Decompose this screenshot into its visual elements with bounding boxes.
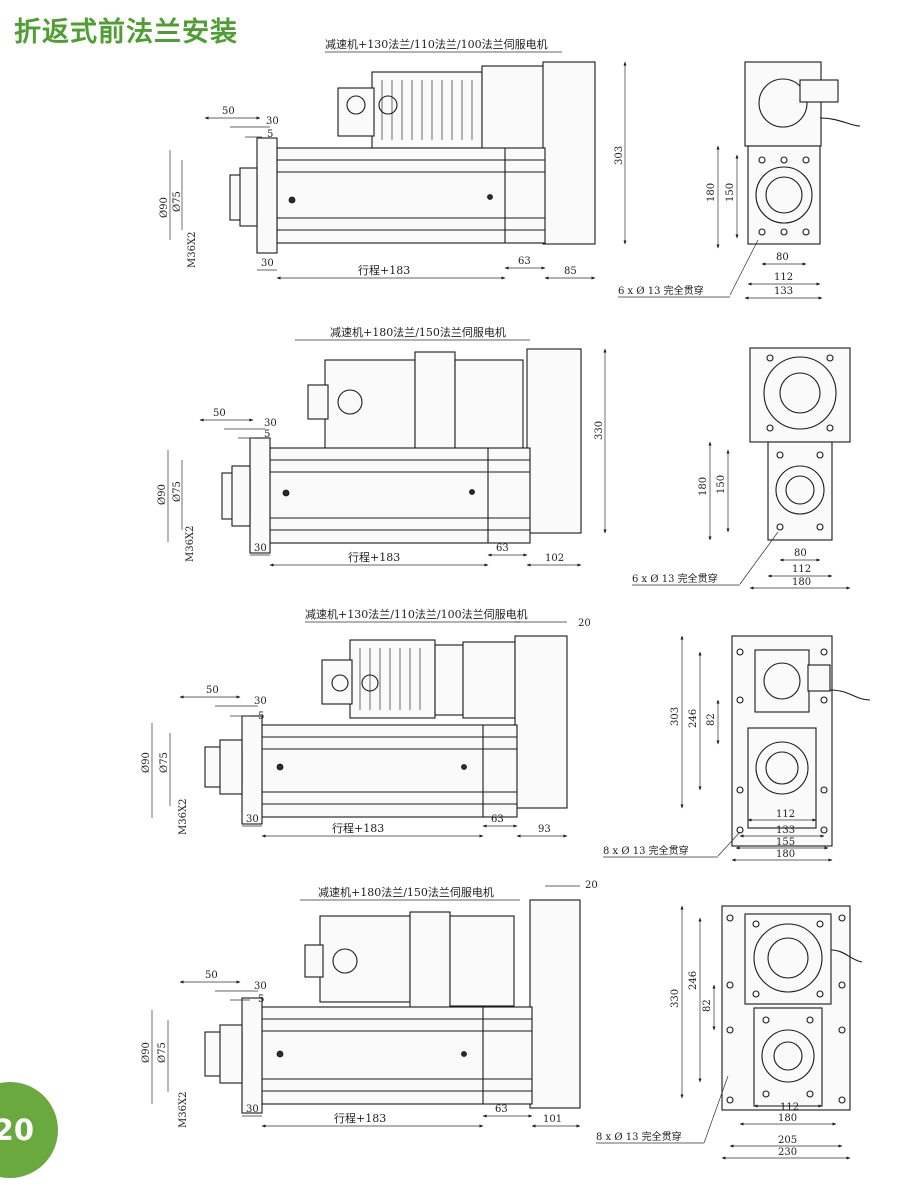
- view-1-end-w2: 112: [774, 272, 793, 283]
- view-1-dim-d75: Ø75: [172, 191, 183, 212]
- view-3-dim-top: 20: [578, 618, 591, 629]
- view-4-dim-5: 5: [258, 994, 264, 1005]
- view-2-motor-label: 减速机+180法兰/150法兰伺服电机: [330, 325, 506, 339]
- view-3-dim-tail: 93: [538, 824, 551, 835]
- view-1-dim-height: 303: [614, 146, 625, 165]
- view-2-dim-tail: 102: [545, 553, 564, 564]
- view-2-end: 180 150 80 112 180 6 x Ø 13 完全贯穿: [632, 347, 851, 590]
- view-3-dim-50: 50: [206, 685, 219, 696]
- view-1-stroke: 行程+183: [358, 264, 410, 277]
- view-3-end-w1: 112: [776, 809, 795, 820]
- view-1-dim-d90: Ø90: [159, 197, 170, 218]
- view-1-dim-63: 63: [518, 256, 531, 267]
- view-4-end-holes: 8 x Ø 13 完全贯穿: [596, 1130, 682, 1143]
- view-4-end-w3: 205: [778, 1135, 797, 1146]
- view-3-end-w2: 133: [776, 825, 795, 836]
- view-2-dim-d75: Ø75: [172, 481, 183, 502]
- view-2-dim-50: 50: [213, 408, 226, 419]
- view-4-dim-30b: 30: [246, 1104, 259, 1115]
- view-4-dim-63: 63: [495, 1104, 508, 1115]
- view-4-thread: M36X2: [178, 1092, 189, 1128]
- view-3-stroke: 行程+183: [332, 822, 384, 835]
- view-4-end-h3: 82: [702, 999, 713, 1012]
- view-1-dim-tail: 85: [564, 266, 577, 277]
- view-2-dim-30a: 30: [264, 418, 277, 429]
- view-1-end-w3: 133: [774, 286, 793, 297]
- view-2-dim-5: 5: [264, 429, 270, 440]
- view-3-end-h1: 303: [670, 707, 681, 726]
- view-2-dim-30b: 30: [254, 543, 267, 554]
- view-1-thread: M36X2: [187, 232, 198, 268]
- view-4-end-w2: 180: [778, 1113, 797, 1124]
- view-4-dim-top: 20: [585, 880, 598, 891]
- view-3-end-w4: 180: [776, 849, 795, 860]
- view-1-side: 减速机+130法兰/110法兰/100法兰伺服电机 50 30: [159, 37, 627, 280]
- view-4-dim-tail: 101: [543, 1114, 562, 1125]
- view-3-end-h3: 82: [706, 713, 717, 726]
- view-4-side: 减速机+180法兰/150法兰伺服电机 20 50 30 5 Ø90 Ø75 M…: [141, 880, 598, 1128]
- view-1-end-h2: 150: [725, 183, 736, 202]
- view-1-end-holes: 6 x Ø 13 完全贯穿: [618, 284, 704, 297]
- view-1-dim-30b: 30: [261, 258, 274, 269]
- view-3-side: 减速机+130法兰/110法兰/100法兰伺服电机 20 50 30 5: [141, 607, 591, 838]
- view-3-end-w3: 155: [776, 837, 795, 848]
- view-3-dim-30b: 30: [246, 814, 259, 825]
- view-1-end-w1: 80: [776, 252, 789, 263]
- view-1-dim-5: 5: [267, 129, 273, 140]
- view-3-dim-d75: Ø75: [159, 752, 170, 773]
- view-1-dim-50: 50: [222, 106, 235, 117]
- view-4-motor-label: 减速机+180法兰/150法兰伺服电机: [318, 885, 494, 899]
- view-2-thread: M36X2: [185, 526, 196, 562]
- view-1-end-h1: 180: [706, 183, 717, 202]
- view-4-dim-d90: Ø90: [141, 1042, 152, 1063]
- view-3-dim-63: 63: [491, 814, 504, 825]
- view-2-end-w2: 112: [792, 564, 811, 575]
- view-4-dim-30a: 30: [254, 981, 267, 992]
- view-4-end-h2: 246: [688, 971, 699, 990]
- view-3-end-h2: 246: [688, 709, 699, 728]
- view-3-end: 303 246 82 112 133 155 180 8 x Ø 13 完全贯穿: [603, 635, 871, 862]
- view-2-dim-d90: Ø90: [157, 484, 168, 505]
- view-1-dim-30a: 30: [266, 116, 279, 127]
- view-2-end-w1: 80: [794, 548, 807, 559]
- view-4-end: 330 246 82 112 180 205 230 8 x Ø 13 完全贯穿: [596, 905, 863, 1160]
- view-3-dim-d90: Ø90: [141, 752, 152, 773]
- page-title: 折返式前法兰安装: [14, 17, 238, 48]
- view-3-thread: M36X2: [178, 799, 189, 835]
- view-3-motor-label: 减速机+130法兰/110法兰/100法兰伺服电机: [305, 607, 528, 621]
- view-2-end-h1: 180: [698, 477, 709, 496]
- view-3-dim-5: 5: [258, 711, 264, 722]
- view-3-dim-30a: 30: [254, 696, 267, 707]
- view-4-dim-50: 50: [205, 970, 218, 981]
- view-4-end-w4: 230: [778, 1147, 797, 1158]
- view-4-end-w1: 112: [780, 1102, 799, 1113]
- view-1-motor-label: 减速机+130法兰/110法兰/100法兰伺服电机: [325, 37, 548, 51]
- view-3-end-holes: 8 x Ø 13 完全贯穿: [603, 844, 689, 857]
- view-2-dim-height: 330: [594, 421, 605, 440]
- view-2-end-h2: 150: [716, 475, 727, 494]
- view-4-stroke: 行程+183: [334, 1112, 386, 1125]
- view-2-end-w3: 180: [792, 577, 811, 588]
- view-2-dim-63: 63: [496, 543, 509, 554]
- view-2-stroke: 行程+183: [348, 551, 400, 564]
- view-1-end: 180 150 80 112 133 6 x Ø 13 完全贯穿: [618, 61, 861, 300]
- view-4-end-h1: 330: [670, 989, 681, 1008]
- view-2-end-holes: 6 x Ø 13 完全贯穿: [632, 572, 718, 585]
- view-2-side: 减速机+180法兰/150法兰伺服电机 50 30 5 Ø90 Ø75 M36X…: [157, 325, 607, 567]
- view-4-dim-d75: Ø75: [157, 1042, 168, 1063]
